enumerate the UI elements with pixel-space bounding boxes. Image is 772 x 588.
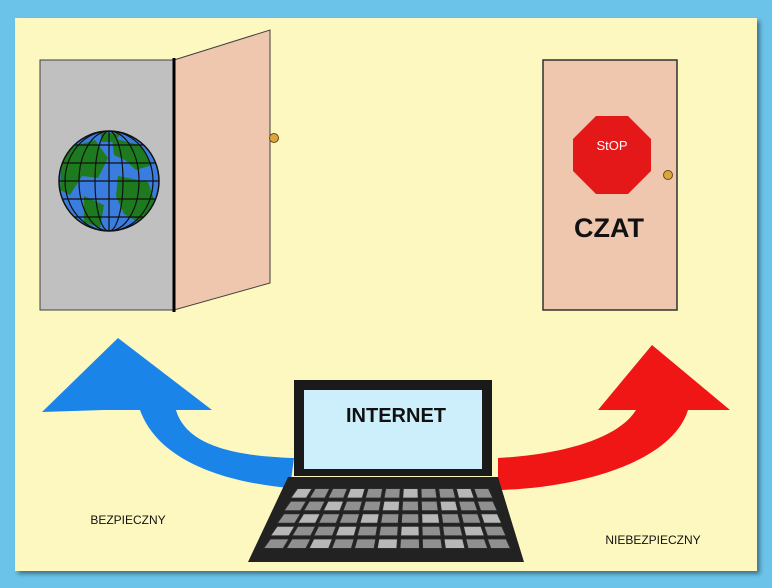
keyboard-key: [399, 538, 421, 549]
keyboard-key: [400, 513, 420, 524]
keyboard-key: [473, 488, 494, 499]
open-door: [39, 29, 279, 312]
keyboard-key: [327, 488, 349, 499]
keyboard-key: [455, 488, 475, 499]
keyboard-key: [460, 513, 482, 524]
keyboard-key: [302, 500, 326, 512]
keyboard-key: [262, 538, 290, 549]
keyboard-key: [420, 500, 439, 512]
keyboard-key: [378, 525, 399, 537]
keyboard-key: [376, 538, 399, 549]
keyboard-key: [312, 525, 337, 537]
keyboard-key: [400, 525, 420, 537]
safe-label: BEZPIECZNY: [90, 513, 165, 527]
keyboard-key: [438, 488, 457, 499]
keyboard-key: [308, 538, 334, 549]
keyboard-key: [379, 513, 400, 524]
keyboard-key: [439, 500, 459, 512]
keyboard-key: [282, 500, 308, 512]
keyboard-key: [356, 525, 379, 537]
keyboard-key: [330, 538, 355, 549]
keyboard-key: [486, 538, 512, 549]
keyboard-key: [457, 500, 479, 512]
stop-label: StOP: [596, 138, 627, 153]
keyboard-key: [359, 513, 380, 524]
keyboard-key: [296, 513, 322, 524]
unsafe-arrow: [498, 345, 730, 490]
door-knob-icon: [269, 133, 279, 143]
keyboard-key: [334, 525, 358, 537]
open-door-panel: [173, 29, 271, 311]
keyboard-key: [442, 525, 464, 537]
keyboard: [262, 488, 512, 549]
chat-label: CZAT: [574, 213, 644, 243]
keyboard-key: [421, 525, 442, 537]
keyboard-key: [483, 525, 507, 537]
safe-arrow: [42, 338, 294, 488]
keyboard-key: [361, 500, 382, 512]
keyboard-key: [479, 513, 503, 524]
keyboard-key: [338, 513, 361, 524]
closed-door-knob-icon: [663, 170, 673, 180]
keyboard-key: [291, 525, 317, 537]
globe-icon: [58, 130, 160, 232]
keyboard-key: [402, 488, 419, 499]
keyboard-key: [285, 538, 312, 549]
keyboard-key: [289, 488, 314, 499]
keyboard-key: [322, 500, 345, 512]
laptop-icon: [248, 380, 524, 562]
keyboard-key: [345, 488, 366, 499]
internet-label: INTERNET: [346, 405, 446, 427]
keyboard-key: [465, 538, 489, 549]
stop-sign-icon: [573, 116, 651, 194]
keyboard-key: [353, 538, 377, 549]
keyboard-key: [421, 538, 443, 549]
keyboard-key: [383, 488, 401, 499]
laptop-screen: [304, 390, 482, 469]
unsafe-label: NIEBEZPIECZNY: [605, 533, 700, 547]
keyboard-key: [317, 513, 341, 524]
closed-door: StOP CZAT: [542, 59, 678, 311]
keyboard-key: [440, 513, 461, 524]
keyboard-key: [308, 488, 331, 499]
keyboard-key: [364, 488, 384, 499]
keyboard-key: [276, 513, 302, 524]
keyboard-key: [421, 513, 441, 524]
keyboard-key: [443, 538, 466, 549]
keyboard-key: [401, 500, 420, 512]
keyboard-key: [462, 525, 486, 537]
keyboard-key: [342, 500, 363, 512]
keyboard-key: [476, 500, 499, 512]
keyboard-key: [381, 500, 401, 512]
keyboard-key: [420, 488, 438, 499]
keyboard-key: [269, 525, 296, 537]
